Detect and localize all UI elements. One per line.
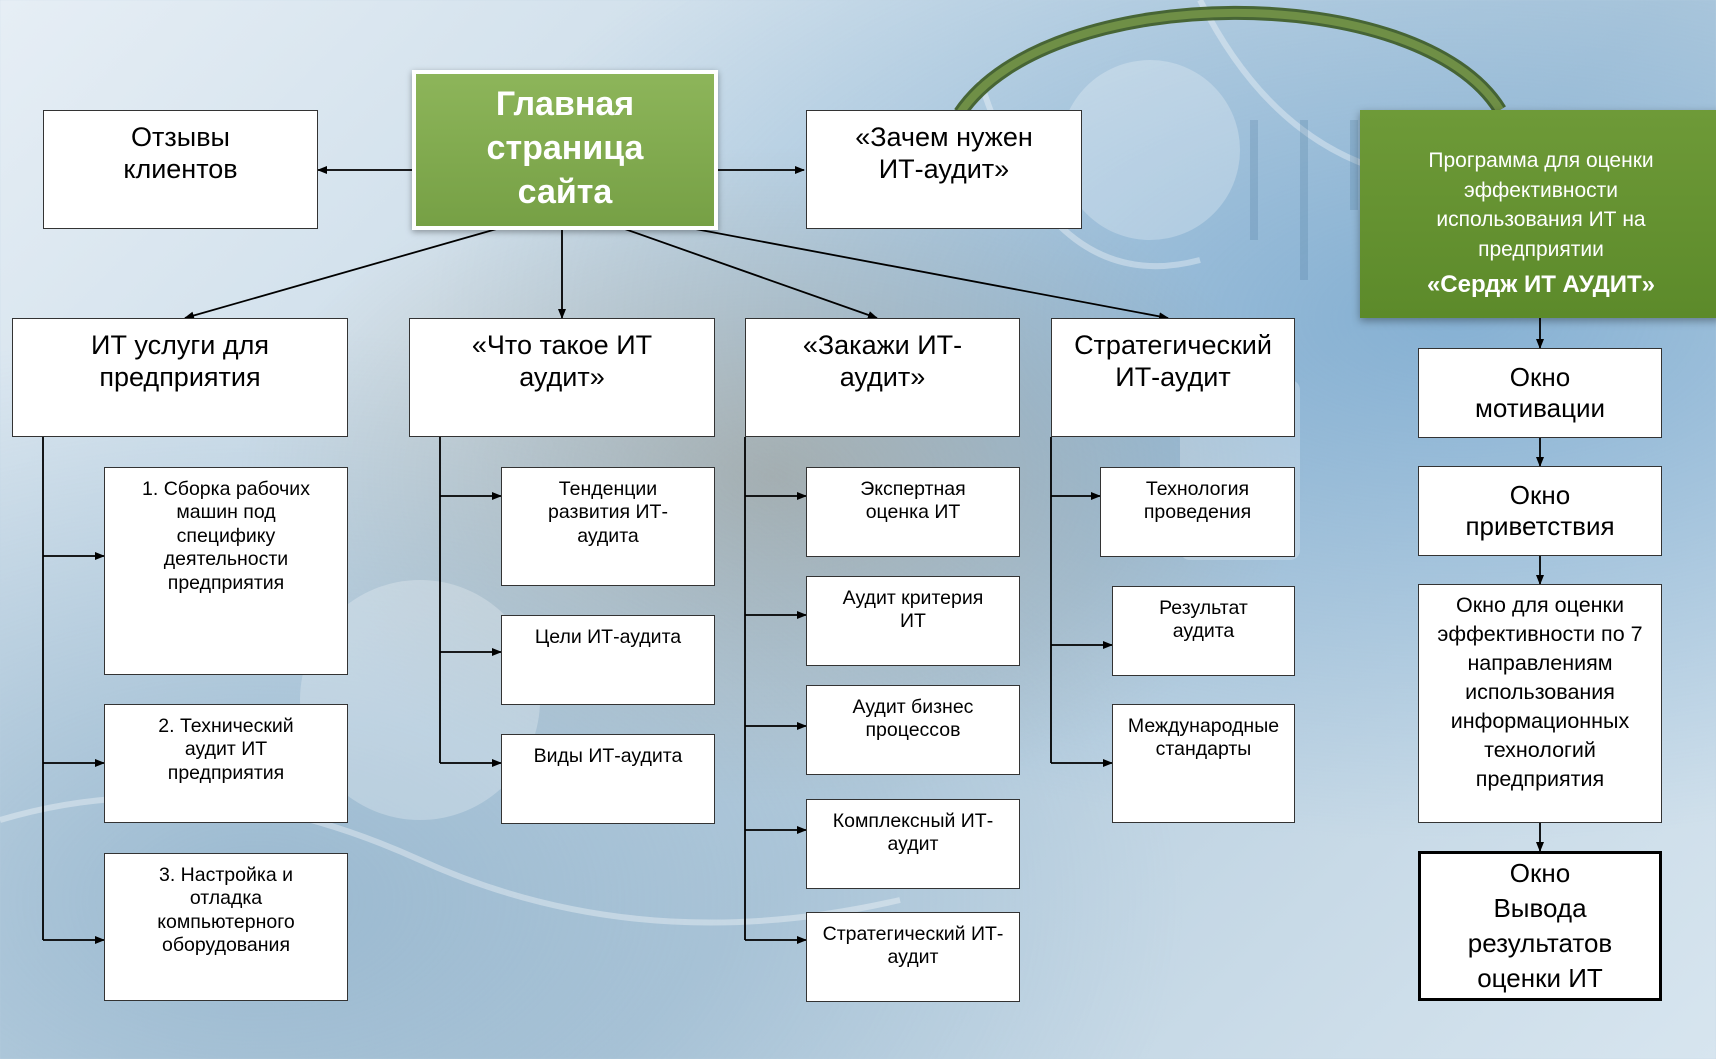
strategic-audit-header[interactable]: Стратегический ИТ-аудит <box>1051 318 1295 437</box>
strategic-item[interactable]: Результат аудита <box>1112 586 1295 676</box>
order-item[interactable]: Экспертная оценка ИТ <box>806 467 1020 557</box>
evaluation-window-node[interactable]: Окно для оценки эффективности по 7 напра… <box>1418 584 1662 823</box>
what-item[interactable]: Виды ИТ-аудита <box>501 734 715 824</box>
strategic-item[interactable]: Международные стандарты <box>1112 704 1295 823</box>
motivation-window-node[interactable]: Окно мотивации <box>1418 348 1662 438</box>
program-node[interactable]: Программа для оценки эффективности испол… <box>1360 110 1716 318</box>
what-is-audit-header[interactable]: «Что такое ИТ аудит» <box>409 318 715 437</box>
order-item[interactable]: Комплексный ИТ- аудит <box>806 799 1020 889</box>
order-audit-header[interactable]: «Закажи ИТ- аудит» <box>745 318 1020 437</box>
service-item[interactable]: 2. Технический аудит ИТ предприятия <box>104 704 348 823</box>
program-description: Программа для оценки эффективности испол… <box>1428 149 1654 261</box>
reviews-node[interactable]: Отзывы клиентов <box>43 110 318 229</box>
welcome-window-node[interactable]: Окно приветствия <box>1418 466 1662 556</box>
services-header[interactable]: ИТ услуги для предприятия <box>12 318 348 437</box>
service-item[interactable]: 3. Настройка и отладка компьютерного обо… <box>104 853 348 1001</box>
order-item[interactable]: Аудит критерия ИТ <box>806 576 1020 666</box>
what-item[interactable]: Цели ИТ-аудита <box>501 615 715 705</box>
order-item[interactable]: Аудит бизнес процессов <box>806 685 1020 775</box>
service-item[interactable]: 1. Сборка рабочих машин под специфику де… <box>104 467 348 675</box>
results-window-node[interactable]: Окно Вывода результатов оценки ИТ <box>1418 851 1662 1001</box>
why-it-audit-node[interactable]: «Зачем нужен ИТ-аудит» <box>806 110 1082 229</box>
program-brand: «Сердж ИТ АУДИТ» <box>1426 270 1656 298</box>
what-item[interactable]: Тенденции развития ИТ- аудита <box>501 467 715 586</box>
main-page-node[interactable]: Главная страница сайта <box>412 70 718 230</box>
strategic-item[interactable]: Технология проведения <box>1100 467 1295 557</box>
order-item[interactable]: Стратегический ИТ- аудит <box>806 912 1020 1002</box>
